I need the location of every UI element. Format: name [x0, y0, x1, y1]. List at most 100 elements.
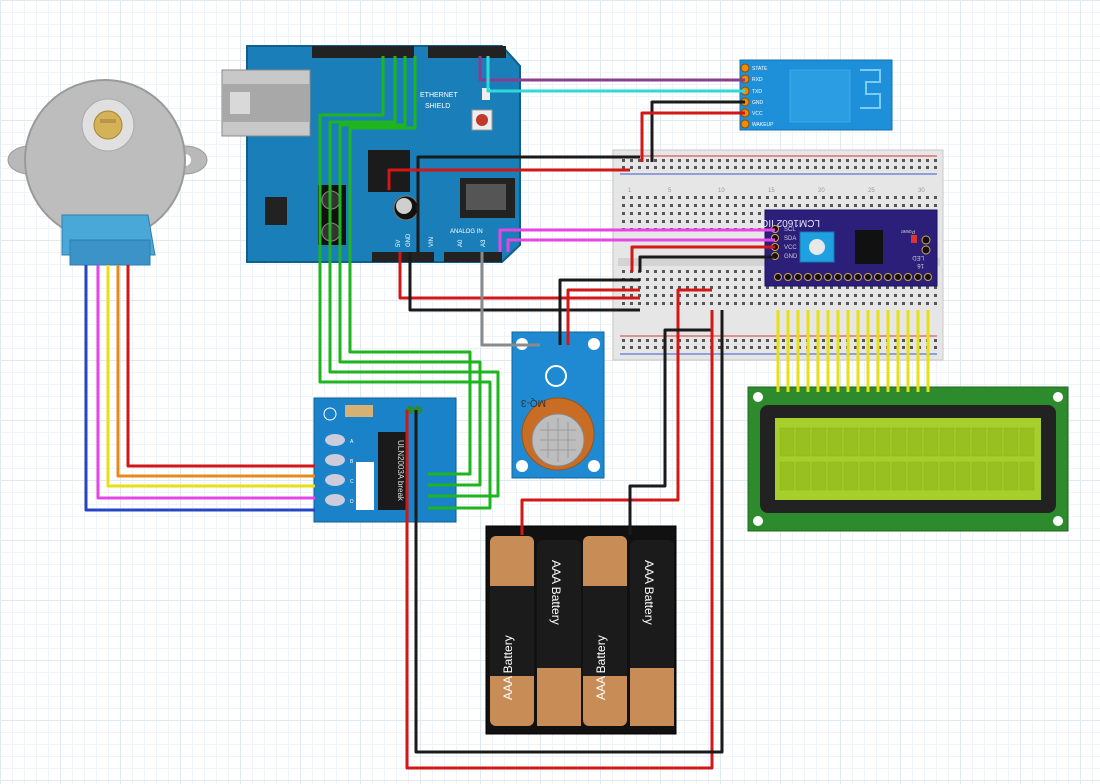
- breadboard-hole: [678, 196, 681, 199]
- breadboard-hole: [702, 220, 705, 223]
- breadboard-hole: [894, 286, 897, 289]
- breadboard-hole: [646, 302, 649, 305]
- breadboard-hole: [742, 212, 745, 215]
- lcd-cell: [779, 461, 795, 491]
- breadboard-hole: [638, 204, 641, 207]
- breadboard-hole: [654, 270, 657, 273]
- breadboard-hole: [630, 212, 633, 215]
- breadboard-hole: [854, 294, 857, 297]
- breadboard-hole: [702, 196, 705, 199]
- breadboard-hole: [734, 212, 737, 215]
- breadboard-hole: [710, 166, 713, 169]
- breadboard-hole: [654, 159, 657, 162]
- breadboard-hole: [878, 302, 881, 305]
- breadboard-hole: [910, 159, 913, 162]
- lcd-cell: [1003, 461, 1019, 491]
- breadboard-hole: [694, 278, 697, 281]
- breadboard-hole: [758, 302, 761, 305]
- breadboard-hole: [726, 286, 729, 289]
- breadboard-hole: [734, 204, 737, 207]
- breadboard-hole: [686, 204, 689, 207]
- breadboard-hole: [758, 286, 761, 289]
- breadboard-hole: [846, 294, 849, 297]
- breadboard-hole: [638, 286, 641, 289]
- breadboard-hole: [934, 339, 937, 342]
- breadboard-hole: [638, 294, 641, 297]
- wire-signal-2: [328, 56, 500, 498]
- breadboard-hole: [798, 166, 801, 169]
- wire-signal-1: [318, 56, 492, 510]
- breadboard-hole: [654, 220, 657, 223]
- breadboard-hole: [622, 302, 625, 305]
- lcd-cell: [907, 427, 923, 457]
- breadboard-hole: [870, 166, 873, 169]
- breadboard-hole: [686, 196, 689, 199]
- wire-mq3-gray: [480, 252, 540, 347]
- breadboard-hole: [798, 159, 801, 162]
- breadboard-hole: [846, 204, 849, 207]
- breadboard-hole: [742, 270, 745, 273]
- breadboard-hole: [694, 294, 697, 297]
- breadboard-hole: [734, 166, 737, 169]
- lcd-cell: [891, 427, 907, 457]
- bb-col-1: 1: [628, 188, 632, 194]
- breadboard-hole: [670, 286, 673, 289]
- breadboard-hole: [798, 302, 801, 305]
- breadboard-hole: [910, 346, 913, 349]
- pin-5v-label: 5V: [396, 240, 402, 247]
- breadboard-hole: [862, 286, 865, 289]
- breadboard-hole: [654, 339, 657, 342]
- breadboard-hole: [686, 212, 689, 215]
- breadboard-hole: [862, 346, 865, 349]
- breadboard-hole: [750, 196, 753, 199]
- breadboard-hole: [870, 286, 873, 289]
- breadboard-hole: [766, 294, 769, 297]
- shield-title-top: ETHERNET: [420, 92, 458, 99]
- wire-mq3-black: [558, 278, 640, 345]
- breadboard-hole: [646, 204, 649, 207]
- breadboard-hole: [670, 346, 673, 349]
- breadboard-hole: [638, 159, 641, 162]
- breadboard-hole: [814, 339, 817, 342]
- lcd-cell: [875, 427, 891, 457]
- battery-label-1: AAA Battery: [501, 635, 515, 700]
- breadboard-hole: [670, 302, 673, 305]
- breadboard-hole: [646, 220, 649, 223]
- lcm-pin-gnd: GND: [784, 254, 798, 260]
- breadboard-hole: [854, 339, 857, 342]
- breadboard-hole: [758, 339, 761, 342]
- breadboard-hole: [854, 286, 857, 289]
- breadboard-hole: [694, 346, 697, 349]
- breadboard-hole: [630, 302, 633, 305]
- pin-a3-label: A3: [481, 239, 487, 247]
- breadboard-hole: [886, 286, 889, 289]
- breadboard-hole: [790, 204, 793, 207]
- breadboard-hole: [814, 166, 817, 169]
- breadboard-hole: [806, 204, 809, 207]
- breadboard-hole: [910, 339, 913, 342]
- breadboard-hole: [926, 159, 929, 162]
- wire-motor-red: [126, 265, 315, 468]
- breadboard-hole: [622, 196, 625, 199]
- lcm-pin: [774, 273, 782, 281]
- breadboard-hole: [718, 270, 721, 273]
- bb-col-30: 30: [918, 188, 925, 194]
- breadboard-hole: [662, 220, 665, 223]
- breadboard-hole: [774, 166, 777, 169]
- breadboard-hole: [622, 286, 625, 289]
- lcd-cell: [843, 427, 859, 457]
- bluetooth-module: STATE RXD TXD GND VCC WAKEUP: [739, 59, 893, 131]
- wire-gnd-black: [408, 252, 640, 312]
- bb-col-25: 25: [868, 188, 875, 194]
- breadboard-hole: [894, 339, 897, 342]
- breadboard-hole: [654, 166, 657, 169]
- breadboard-hole: [926, 196, 929, 199]
- breadboard-hole: [718, 166, 721, 169]
- uln-led-b: B: [350, 459, 354, 465]
- breadboard-hole: [886, 204, 889, 207]
- breadboard-hole: [726, 166, 729, 169]
- breadboard-hole: [694, 339, 697, 342]
- breadboard-hole: [830, 196, 833, 199]
- breadboard-hole: [670, 159, 673, 162]
- breadboard-hole: [806, 302, 809, 305]
